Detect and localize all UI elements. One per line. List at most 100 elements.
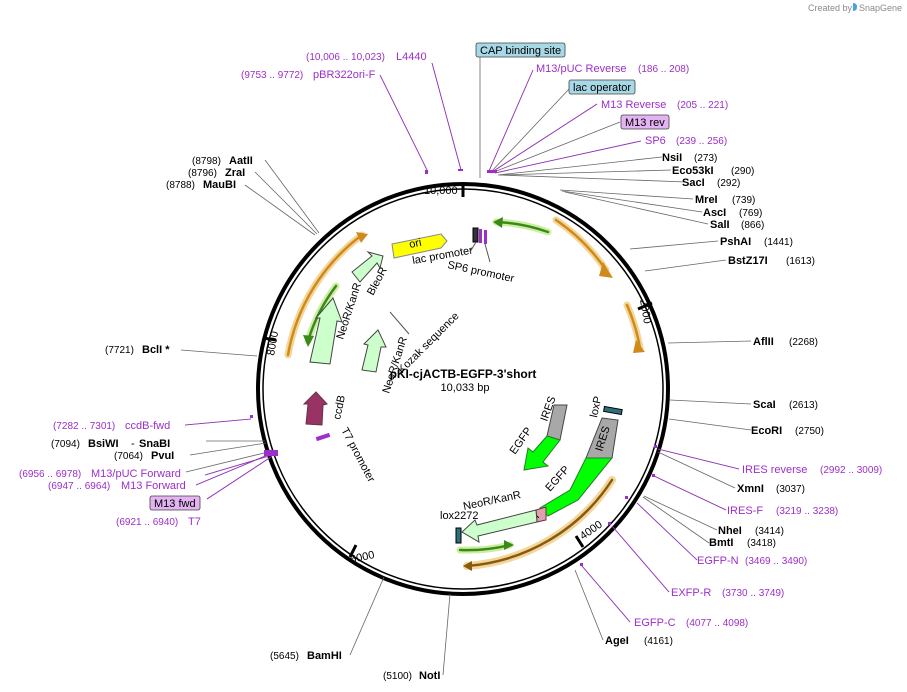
neor-kanr-feature-3 [461, 509, 538, 543]
m13-fwd-box: M13 fwd [149, 495, 201, 511]
right-labels: M13/pUC Reverse (186 .. 208) M13 Reverse… [536, 63, 882, 647]
aflii-name: AflII [753, 336, 774, 348]
egfp-c-name: EGFP-C [634, 617, 676, 629]
zrai-name: ZraI [225, 167, 245, 179]
m13-forward-name: M13 Forward [121, 480, 186, 492]
neor-kanr-label-1: NeoR/KanR [334, 281, 364, 341]
pshai-pos: (1441) [764, 237, 793, 248]
t7-pos: (6921 .. 6940) [116, 517, 178, 528]
sp6-pos: (239 .. 256) [676, 136, 727, 147]
asci-pos: (769) [739, 208, 762, 219]
t7-promoter-label: T7 promoter [338, 426, 377, 485]
bsiwi-name: BsiWI [88, 438, 119, 450]
egfp-feature-2 [539, 457, 614, 517]
xmni-pos: (3037) [776, 484, 805, 495]
mrei-name: MreI [695, 194, 718, 206]
tick-label-6000: 6000 [349, 549, 375, 566]
pshai-name: PshAI [720, 236, 751, 248]
neor-kanr-feature-1 [309, 297, 343, 365]
saci-name: SacI [682, 177, 705, 189]
maubi-pos: (8788) [166, 180, 195, 191]
bsiwi-pos: (7094) [51, 439, 80, 450]
sp6-promoter-leader [484, 243, 491, 263]
bleor-feature [351, 251, 384, 283]
m13puc-reverse-pos: (186 .. 208) [638, 64, 689, 75]
loxp-label: loxP [588, 395, 604, 418]
scai-name: ScaI [753, 399, 776, 411]
m13-fwd-label: M13 fwd [154, 498, 196, 510]
egfp-n-name: EGFP-N [697, 555, 739, 567]
sp6-name: SP6 [645, 135, 666, 147]
bstz17i-pos: (1613) [786, 256, 815, 267]
bsiwi-dash: - [131, 438, 135, 450]
m13-forward-pos: (6947 .. 6964) [48, 481, 110, 492]
m13-reverse-pos: (205 .. 221) [677, 100, 728, 111]
m13puc-forward-name: M13/pUC Forward [91, 468, 181, 480]
sali-name: SalI [710, 219, 730, 231]
nsii-pos: (273) [694, 153, 717, 164]
ecori-pos: (2750) [795, 426, 824, 437]
noti-name: NotI [419, 670, 440, 682]
bcli-name: BclI * [142, 344, 170, 356]
ires-reverse-name: IRES reverse [742, 464, 807, 476]
egfp-label-2: EGFP [543, 464, 572, 494]
asci-name: AscI [703, 207, 726, 219]
t7-promoter-feature [315, 432, 331, 442]
lac-operator-label: lac operator [573, 82, 631, 94]
maubi-name: MauBI [203, 179, 236, 191]
tick-label-8000: 8000 [265, 330, 281, 356]
eco53ki-name: Eco53kI [672, 165, 714, 177]
snabi-name: SnaBI [139, 438, 170, 450]
bcli-pos: (7721) [105, 345, 134, 356]
agei-name: AgeI [605, 635, 629, 647]
ires-f-pos: (3219 .. 3238) [776, 506, 838, 517]
credit-brand: SnapGene [859, 3, 902, 13]
orf-arrowheads [303, 217, 645, 571]
credit-text: Created by [808, 3, 853, 13]
kozak-leader [389, 311, 410, 335]
pvui-name: PvuI [151, 450, 174, 462]
left-labels: (10,006 .. 10,023) L4440 (9753 .. 9772) … [19, 51, 427, 528]
l4440-name: L4440 [396, 51, 427, 63]
lac-promoter-leader [469, 241, 477, 253]
sp6-promoter-label: SP6 promoter [446, 259, 515, 285]
bamhi-name: BamHI [307, 650, 342, 662]
pvui-pos: (7064) [114, 451, 143, 462]
ccdb-fwd-name: ccdB-fwd [125, 420, 170, 432]
ires-reverse-pos: (2992 .. 3009) [820, 465, 882, 476]
primer-marks [250, 169, 657, 566]
eco53ki-pos: (290) [731, 166, 754, 177]
loxp-feature [603, 405, 623, 416]
plasmid-name: pKI-cjACTB-EGFP-3'short [390, 367, 537, 381]
ires-f-name: IRES-F [727, 505, 763, 517]
neor-kanr-feature-2 [361, 329, 387, 373]
egfp-feature-1 [523, 435, 561, 471]
bamhi-pos: (5645) [270, 651, 299, 662]
exfp-r-pos: (3730 .. 3749) [722, 588, 784, 599]
bmti-name: BmtI [709, 537, 733, 549]
aatii-pos: (8798) [192, 156, 221, 167]
aflii-pos: (2268) [789, 337, 818, 348]
saci-pos: (292) [717, 178, 740, 189]
m13-rev-box: M13 rev [620, 114, 670, 130]
ecori-name: EcoRI [751, 425, 782, 437]
lac-promoter-feature [472, 227, 487, 244]
xmni-name: XmnI [737, 483, 764, 495]
m13puc-forward-pos: (6956 .. 6978) [19, 469, 81, 480]
mrei-pos: (739) [732, 195, 755, 206]
bmti-pos: (3418) [747, 538, 776, 549]
cap-binding-site-label: CAP binding site [480, 45, 561, 57]
lac-operator-box: lac operator [568, 79, 636, 95]
ori-feature [391, 233, 448, 259]
m13-rev-label: M13 rev [625, 117, 665, 129]
agei-pos: (4161) [644, 636, 673, 647]
ccdb-fwd-pos: (7282 .. 7301) [53, 421, 115, 432]
lox2272-feature [455, 527, 462, 544]
ori-label: ori [408, 237, 422, 251]
ccdb-feature [302, 391, 328, 426]
lox2272-label: lox2272 [440, 510, 479, 522]
t7-name: T7 [188, 516, 201, 528]
pbr322ori-f-name: pBR322ori-F [313, 69, 376, 81]
tick-label-10000: 10,000 [424, 185, 458, 197]
